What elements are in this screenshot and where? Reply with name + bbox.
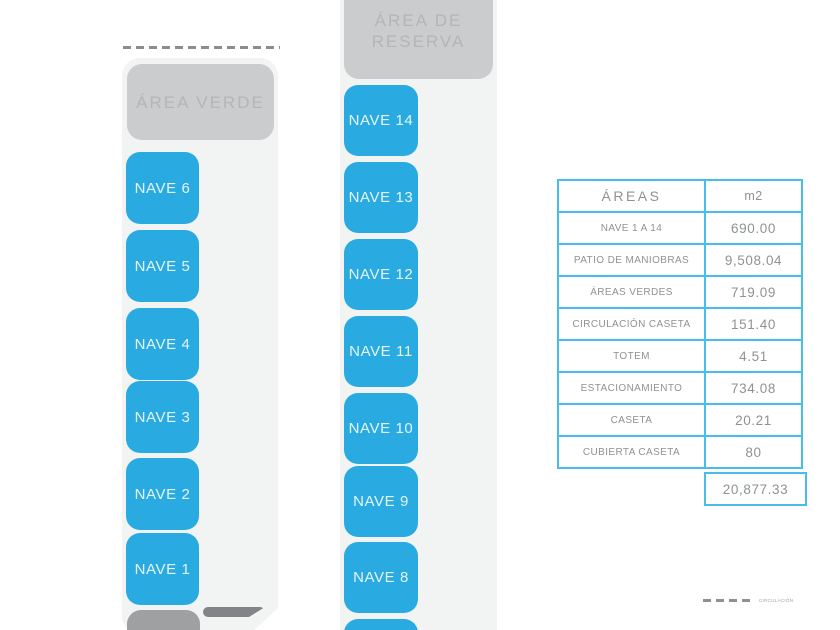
nave-3-label: NAVE 3 [134, 408, 191, 426]
center-strip-container: ÁREA DE RESERVA NAVE 14 NAVE 13 NAVE 12 … [340, 0, 497, 630]
nave-9-label: NAVE 9 [353, 493, 409, 510]
table-header-m2: m2 [706, 181, 801, 213]
areas-table: ÁREAS m2 NAVE 1 A 14 690.00 PATIO DE MAN… [557, 179, 803, 469]
area-reserva-block: ÁREA DE RESERVA [344, 0, 493, 79]
legend-dash-icon [729, 599, 737, 602]
nave-10-label: NAVE 10 [348, 420, 414, 437]
table-row-value: 734.08 [706, 373, 801, 405]
nave-2-label: NAVE 2 [134, 485, 191, 503]
block-nave-4: NAVE 4 [126, 308, 199, 380]
legend-label: CIRCULACIÓN [759, 598, 794, 603]
table-row-label: CIRCULACIÓN CASETA [559, 309, 706, 341]
block-nave-1: NAVE 1 [126, 533, 199, 605]
table-row-label: CUBIERTA CASETA [559, 437, 706, 467]
block-nave-12: NAVE 12 [344, 239, 418, 310]
nave-13-label: NAVE 13 [348, 189, 414, 206]
partial-gray-block [127, 610, 200, 630]
nave-6-label: NAVE 6 [134, 179, 191, 197]
nave-5-label: NAVE 5 [134, 257, 191, 275]
table-row-value: 719.09 [706, 277, 801, 309]
legend-dash-icon [742, 599, 750, 602]
area-verde-block: ÁREA VERDE [127, 64, 274, 140]
nave-1-label: NAVE 1 [134, 560, 191, 578]
nave-14-label: NAVE 14 [348, 112, 414, 129]
block-nave-9: NAVE 9 [344, 466, 418, 537]
block-nave-10: NAVE 10 [344, 393, 418, 464]
table-row-label: ÁREAS VERDES [559, 277, 706, 309]
table-header-areas: ÁREAS [559, 181, 706, 213]
block-nave-5: NAVE 5 [126, 230, 199, 302]
block-nave-6: NAVE 6 [126, 152, 199, 224]
table-row-label: NAVE 1 A 14 [559, 213, 706, 245]
legend-dash-icon [716, 599, 724, 602]
area-verde-label: ÁREA VERDE [136, 92, 265, 112]
area-reserva-label: ÁREA DE RESERVA [371, 10, 466, 51]
dashed-boundary-line [123, 46, 280, 49]
block-nave-7-partial [344, 619, 418, 630]
block-nave-13: NAVE 13 [344, 162, 418, 233]
legend-dash-icon [703, 599, 711, 602]
block-nave-2: NAVE 2 [126, 458, 199, 530]
nave-12-label: NAVE 12 [348, 266, 414, 283]
table-row-value: 20.21 [706, 405, 801, 437]
nave-8-label: NAVE 8 [353, 569, 409, 586]
ramp-bar [203, 607, 265, 617]
table-row-value: 4.51 [706, 341, 801, 373]
dashed-line-legend: CIRCULACIÓN [703, 598, 793, 603]
nave-4-label: NAVE 4 [134, 335, 191, 353]
table-row-value: 151.40 [706, 309, 801, 341]
block-nave-3: NAVE 3 [126, 381, 199, 453]
table-total-cell: 20,877.33 [704, 472, 807, 506]
block-nave-14: NAVE 14 [344, 85, 418, 156]
table-row-label: ESTACIONAMIENTO [559, 373, 706, 405]
block-nave-8: NAVE 8 [344, 542, 418, 613]
block-nave-11: NAVE 11 [344, 316, 418, 387]
table-row-value: 9,508.04 [706, 245, 801, 277]
nave-11-label: NAVE 11 [349, 343, 413, 360]
table-row-value: 80 [745, 444, 762, 460]
table-row-label: CASETA [559, 405, 706, 437]
table-row-label: TOTEM [559, 341, 706, 373]
table-row-value: 690.00 [706, 213, 801, 245]
left-strip-container: ÁREA VERDE NAVE 6 NAVE 5 NAVE 4 NAVE 3 N… [122, 58, 278, 630]
table-row-label: PATIO DE MANIOBRAS [559, 245, 706, 277]
